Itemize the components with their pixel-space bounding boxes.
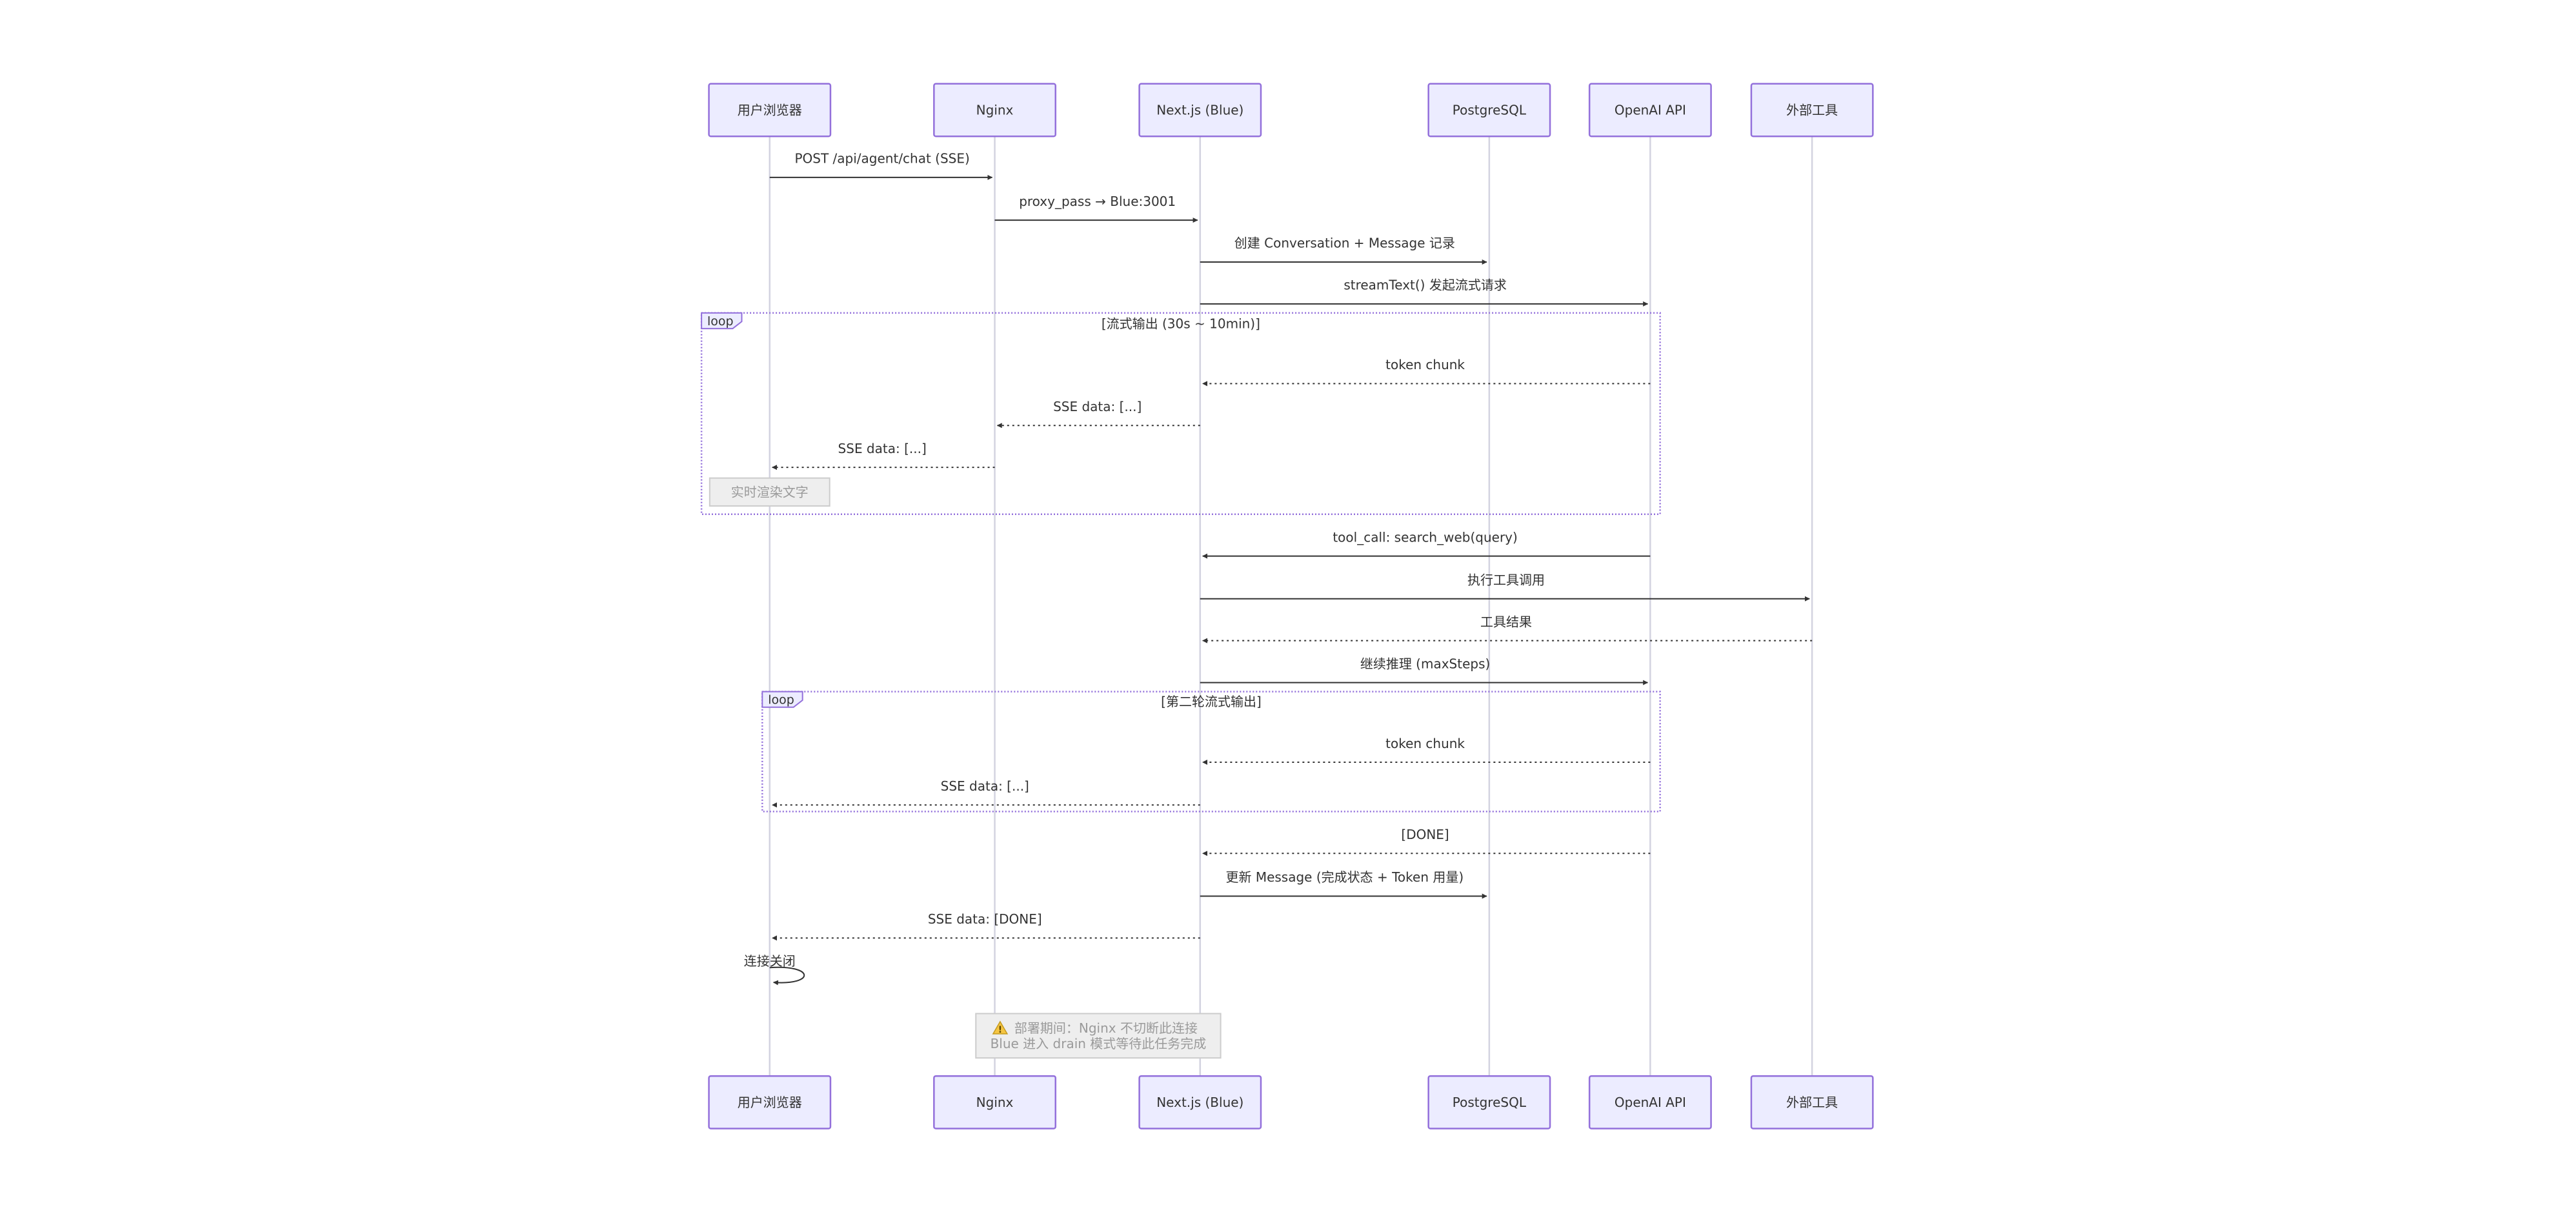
actor-label: Nginx	[976, 103, 1014, 118]
message-label: 连接关闭	[744, 953, 796, 969]
actor-label: Nginx	[976, 1095, 1014, 1110]
note-text: Blue 进入 drain 模式等待此任务完成	[991, 1036, 1207, 1051]
warning-icon: !	[992, 1020, 1009, 1035]
loop-condition: [流式输出 (30s ~ 10min)]	[1102, 316, 1260, 331]
actor-box	[1138, 83, 1262, 137]
message-arrow: SSE data: [...]	[771, 441, 995, 470]
message-label: SSE data: [DONE]	[928, 911, 1042, 927]
note-box	[709, 477, 830, 507]
actor-box	[1588, 83, 1712, 137]
loop-frame: loop [流式输出 (30s ~ 10min)]	[700, 312, 1661, 515]
message-label: 继续推理 (maxSteps)	[1360, 656, 1491, 671]
actor-box	[933, 1075, 1057, 1129]
actor-box	[1427, 83, 1551, 137]
actor-box	[1750, 83, 1874, 137]
loop-border	[700, 312, 1661, 515]
loop-border	[761, 691, 1661, 813]
message-label: 更新 Message (完成状态 + Token 用量)	[1225, 869, 1464, 885]
actor-box	[1750, 1075, 1874, 1129]
message-arrow: [DONE]	[1202, 827, 1651, 856]
message-arrow: POST /api/agent/chat (SSE)	[769, 151, 993, 180]
message-arrow: proxy_pass → Blue:3001	[994, 194, 1198, 223]
message-arrow: tool_call: search_web(query)	[1202, 529, 1651, 559]
note-text: 部署期间：Nginx 不切断此连接	[1014, 1020, 1198, 1036]
message-arrow: 继续推理 (maxSteps)	[1200, 656, 1649, 685]
message-label: streamText() 发起流式请求	[1343, 278, 1507, 293]
actor-label: PostgreSQL	[1453, 103, 1527, 118]
message-label: SSE data: [...]	[1053, 399, 1142, 414]
actor-browser-bottom: 用户浏览器	[708, 1075, 832, 1129]
actor-tools-top: 外部工具	[1750, 83, 1874, 137]
actor-label: 用户浏览器	[738, 1095, 802, 1110]
message-label: token chunk	[1385, 736, 1465, 751]
actor-openai-bottom: OpenAI API	[1588, 1075, 1712, 1129]
actor-label: Next.js (Blue)	[1156, 1095, 1243, 1110]
message-label: proxy_pass → Blue:3001	[1019, 194, 1176, 209]
actor-label: OpenAI API	[1615, 1095, 1686, 1110]
actor-next-top: Next.js (Blue)	[1138, 83, 1262, 137]
message-line	[769, 966, 805, 986]
message-arrow: 创建 Conversation + Message 记录	[1200, 236, 1487, 265]
actor-box	[708, 1075, 832, 1129]
actor-nginx-top: Nginx	[933, 83, 1057, 137]
actor-label: 外部工具	[1786, 103, 1838, 118]
actor-browser-top: 用户浏览器	[708, 83, 832, 137]
actor-box	[708, 83, 832, 137]
actor-pg-top: PostgreSQL	[1427, 83, 1551, 137]
message-arrow: 执行工具调用	[1200, 572, 1810, 602]
actor-box	[1588, 1075, 1712, 1129]
actor-openai-top: OpenAI API	[1588, 83, 1712, 137]
message-arrow: SSE data: [...]	[996, 399, 1200, 429]
loop-frame: loop [第二轮流式输出]	[761, 691, 1661, 813]
loop-label: loop	[768, 693, 794, 707]
message-arrow: 更新 Message (完成状态 + Token 用量)	[1200, 869, 1487, 899]
loop-condition: [第二轮流式输出]	[1161, 694, 1262, 709]
message-label: 执行工具调用	[1467, 572, 1545, 588]
message-arrow: token chunk	[1202, 357, 1651, 387]
actor-label: 用户浏览器	[738, 103, 802, 118]
note-browser: 实时渲染文字	[709, 477, 830, 507]
note-text: 实时渲染文字	[731, 484, 809, 500]
message-arrow: SSE data: [DONE]	[771, 911, 1200, 941]
actor-next-bottom: Next.js (Blue)	[1138, 1075, 1262, 1129]
actor-tools-bottom: 外部工具	[1750, 1075, 1874, 1129]
message-label: token chunk	[1385, 357, 1465, 372]
note-box	[975, 1013, 1222, 1059]
actor-box	[1138, 1075, 1262, 1129]
actor-label: OpenAI API	[1615, 103, 1686, 118]
message-label: 创建 Conversation + Message 记录	[1234, 236, 1455, 251]
loop-tab	[761, 691, 803, 708]
actor-label: 外部工具	[1786, 1095, 1838, 1110]
loop-label: loop	[707, 314, 734, 329]
message-label: 工具结果	[1480, 614, 1532, 629]
actor-nginx-bottom: Nginx	[933, 1075, 1057, 1129]
svg-text:!: !	[998, 1025, 1002, 1035]
actor-pg-bottom: PostgreSQL	[1427, 1075, 1551, 1129]
message-label: SSE data: [...]	[838, 441, 927, 456]
message-arrow: 工具结果	[1202, 614, 1813, 643]
loop-tab	[701, 312, 743, 330]
message-label: POST /api/agent/chat (SSE)	[794, 151, 969, 167]
message-arrow: streamText() 发起流式请求	[1200, 278, 1649, 307]
actor-box	[933, 83, 1057, 137]
message-arrow: SSE data: [...]	[771, 778, 1200, 808]
message-arrow: 连接关闭	[744, 953, 805, 986]
message-arrow: token chunk	[1202, 736, 1651, 765]
message-label: [DONE]	[1401, 827, 1449, 842]
actor-label: Next.js (Blue)	[1156, 103, 1243, 118]
message-label: SSE data: [...]	[941, 778, 1029, 794]
actor-label: PostgreSQL	[1453, 1095, 1527, 1110]
message-label: tool_call: search_web(query)	[1333, 529, 1517, 545]
actor-box	[1427, 1075, 1551, 1129]
